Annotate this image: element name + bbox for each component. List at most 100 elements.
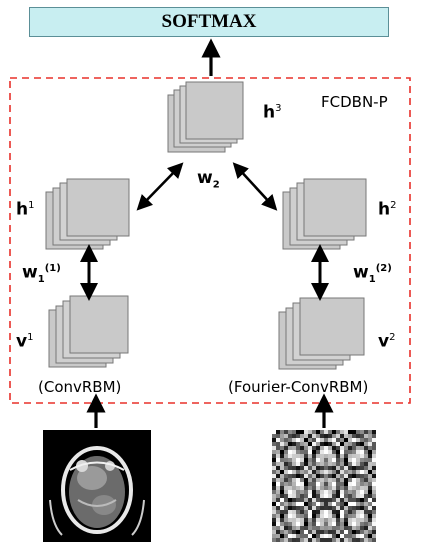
fourier-pixel (288, 534, 292, 538)
fourier-pixel (284, 530, 288, 534)
fourier-pixel (364, 494, 368, 498)
fourier-pixel (344, 482, 348, 486)
fourier-pixel (328, 498, 332, 502)
fourier-pixel (304, 514, 308, 518)
fourier-pixel (320, 518, 324, 522)
fourier-pixel (292, 446, 296, 450)
fourier-pixel (276, 450, 280, 454)
fourier-pixel (280, 458, 284, 462)
fourier-pixel (320, 446, 324, 450)
fourier-pixel (288, 450, 292, 454)
fourier-pixel (308, 506, 312, 510)
fourier-pixel (312, 502, 316, 506)
fourier-pixel (348, 502, 352, 506)
fourier-pixel (292, 502, 296, 506)
fourier-pixel (332, 498, 336, 502)
fourier-pixel (292, 526, 296, 530)
fourier-pixel (352, 494, 356, 498)
fourier-pixel (308, 490, 312, 494)
fourier-pixel (348, 458, 352, 462)
fourier-pixel (368, 438, 372, 442)
fourier-pixel (348, 434, 352, 438)
label-h3: h3 (263, 102, 282, 123)
fourier-pixel (324, 442, 328, 446)
fourier-pixel (332, 470, 336, 474)
fourier-pixel (340, 458, 344, 462)
fourier-pixel (304, 450, 308, 454)
fourier-pixel (312, 526, 316, 530)
fourier-pixel (272, 454, 276, 458)
fourier-pixel (352, 438, 356, 442)
fourier-pixel (308, 518, 312, 522)
fourier-pixel (356, 510, 360, 514)
fourier-pixel (296, 506, 300, 510)
label-h1: h1 (16, 199, 35, 220)
fourier-pixel (340, 510, 344, 514)
fourier-pixel (300, 502, 304, 506)
fourier-pixel (372, 446, 376, 450)
fourier-pixel (296, 518, 300, 522)
fourier-pixel (360, 502, 364, 506)
fourier-pixel (356, 482, 360, 486)
fourier-pixel (328, 470, 332, 474)
fourier-pixel (288, 502, 292, 506)
fourier-pixel (280, 530, 284, 534)
fourier-pixel (308, 526, 312, 530)
fourier-pixel (340, 446, 344, 450)
fourier-pixel (324, 438, 328, 442)
fourier-pixel (352, 446, 356, 450)
fourier-pixel (272, 438, 276, 442)
fourier-pixel (352, 462, 356, 466)
fourier-pixel (356, 438, 360, 442)
fourier-pixel (288, 530, 292, 534)
fourier-pixel (356, 506, 360, 510)
fourier-pixel (372, 474, 376, 478)
fourier-pixel (312, 478, 316, 482)
fourier-pixel (316, 494, 320, 498)
fourier-pixel (356, 466, 360, 470)
fourier-pixel (340, 486, 344, 490)
fourier-pixel (288, 490, 292, 494)
fourier-pixel (356, 434, 360, 438)
fourier-pixel (320, 510, 324, 514)
fourier-pixel (328, 474, 332, 478)
fourier-pixel (284, 538, 288, 542)
fourier-pixel (348, 490, 352, 494)
fourier-pixel (368, 454, 372, 458)
fourier-pixel (344, 506, 348, 510)
fourier-pixel (332, 474, 336, 478)
fourier-pixel (352, 474, 356, 478)
fourier-pixel (324, 530, 328, 534)
fourier-pixel (372, 478, 376, 482)
fourier-pixel (324, 514, 328, 518)
fourier-pixel (272, 486, 276, 490)
fourier-pixel (328, 450, 332, 454)
fourier-pixel (336, 474, 340, 478)
fourier-pixel (352, 530, 356, 534)
fourier-pixel (324, 446, 328, 450)
fourier-pixel (344, 438, 348, 442)
fourier-pixel (292, 498, 296, 502)
fourier-pixel (296, 494, 300, 498)
fourier-pixel (276, 438, 280, 442)
fourier-pixel (340, 478, 344, 482)
fourier-pixel (372, 534, 376, 538)
fourier-pixel (320, 502, 324, 506)
fourier-pixel (364, 482, 368, 486)
fourier-pixel (284, 474, 288, 478)
caption-fourier-convrbm: (Fourier-ConvRBM) (228, 378, 369, 396)
fourier-pixel (340, 518, 344, 522)
fourier-pixel (356, 534, 360, 538)
fourier-pixel (348, 534, 352, 538)
fourier-pixel (304, 506, 308, 510)
fourier-pixel (272, 538, 276, 542)
fourier-pixel (324, 434, 328, 438)
fourier-pixel (308, 438, 312, 442)
fourier-pixel (288, 494, 292, 498)
fourier-pixel (348, 430, 352, 434)
fourier-pixel (336, 470, 340, 474)
fourier-pixel (364, 522, 368, 526)
fourier-pixel (368, 482, 372, 486)
fourier-pixel (300, 490, 304, 494)
fourier-pixel (300, 454, 304, 458)
